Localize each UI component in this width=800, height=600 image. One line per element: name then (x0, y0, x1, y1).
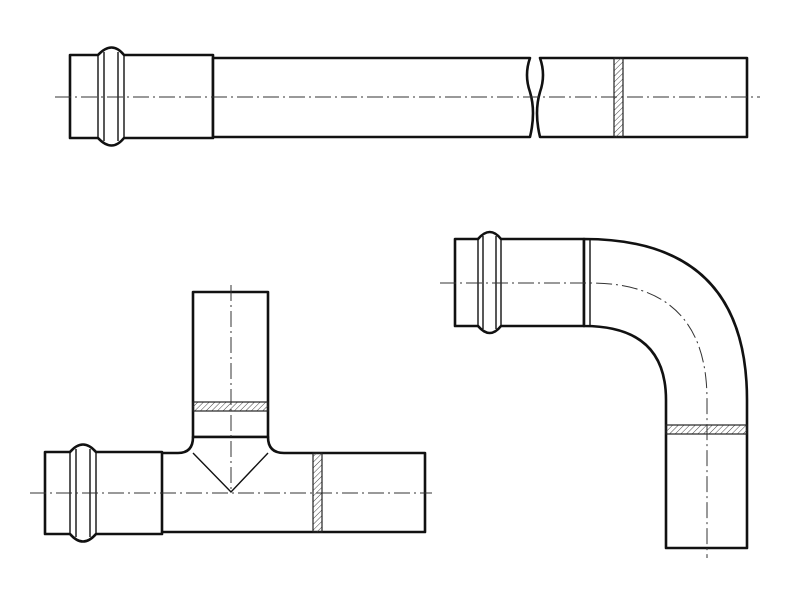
straight-pipe (55, 46, 760, 147)
elbow-bend (582, 237, 749, 550)
tee-body (158, 435, 427, 534)
tee-intersection (192, 452, 269, 494)
elbow-centerline (440, 282, 708, 558)
elbow-fitting (440, 230, 749, 558)
tee-fitting (30, 285, 432, 543)
